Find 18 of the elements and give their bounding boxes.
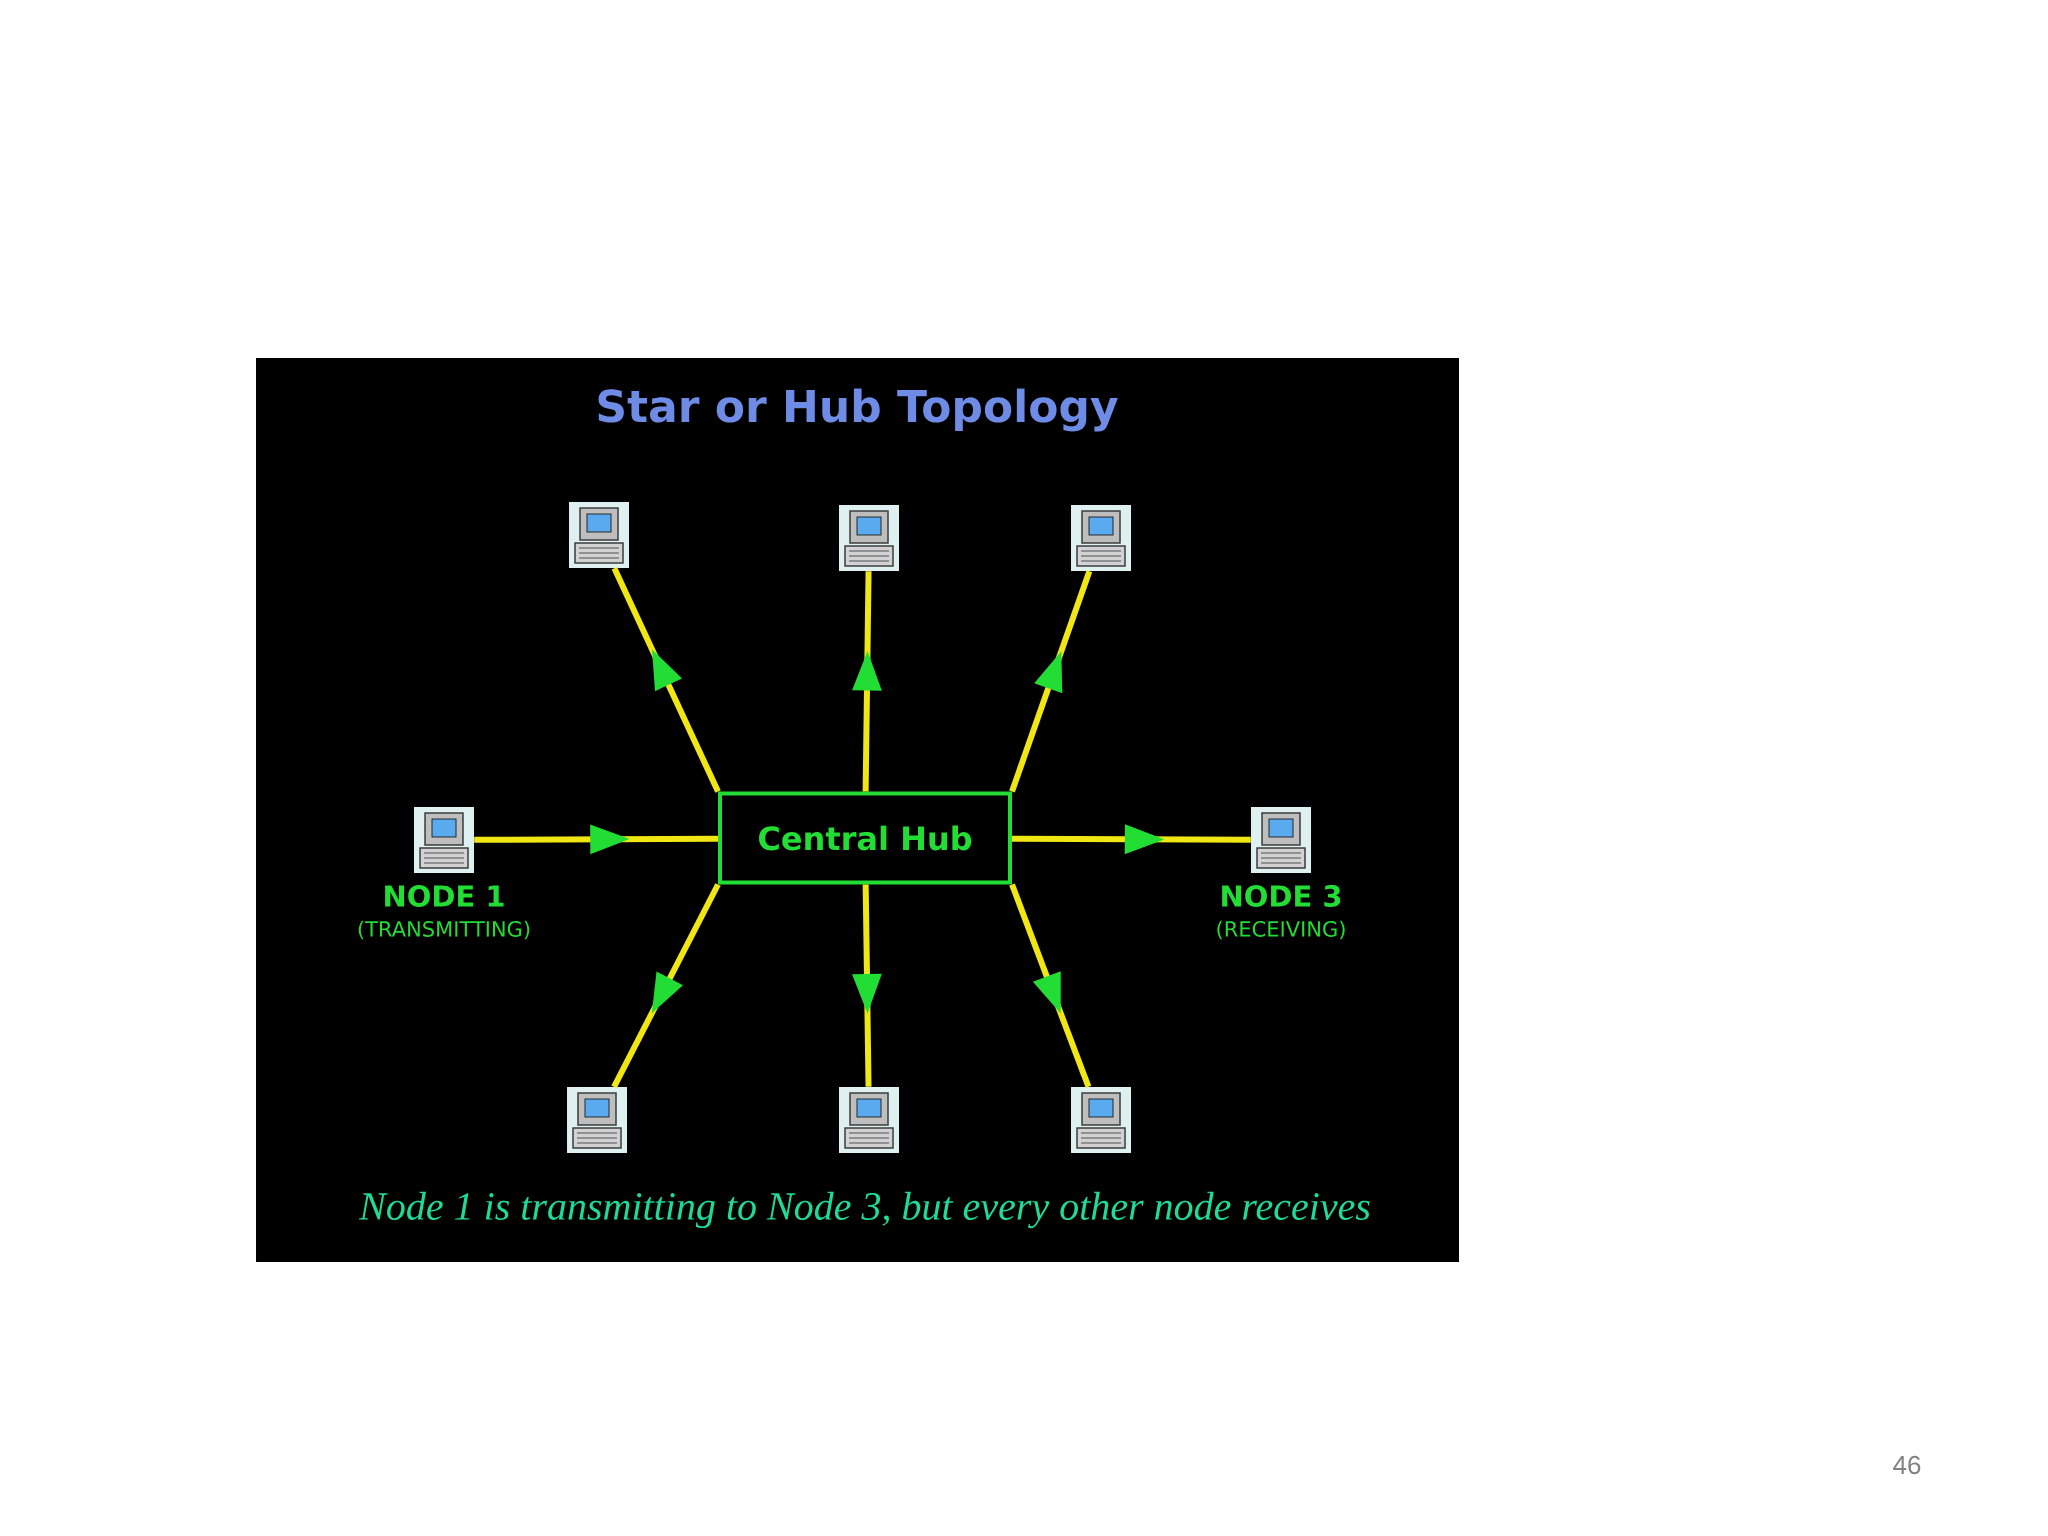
caption: Node 1 is transmitting to Node 3, but every other node receives (358, 1191, 1370, 1229)
computer-icon (1071, 1087, 1131, 1153)
computer-icon (839, 505, 899, 571)
arrow (611, 883, 721, 1089)
arrow (1009, 883, 1092, 1088)
node-status: (TRANSMITTING) (358, 920, 530, 940)
hub-box: Central Hub (718, 791, 1012, 885)
page-number: 46 (1893, 1455, 1921, 1475)
arrow (1009, 570, 1093, 793)
node-status: (RECEIVING) (1217, 920, 1345, 940)
node-label: NODE 1 (385, 885, 504, 907)
node-label: NODE 3 (1222, 885, 1341, 907)
computer-icon (569, 502, 629, 568)
computer-icon (1071, 505, 1131, 571)
computer-icon (839, 1087, 899, 1153)
arrow (611, 566, 721, 793)
computer-icon (567, 1087, 627, 1153)
title: Star or Hub Topology (598, 388, 1118, 432)
